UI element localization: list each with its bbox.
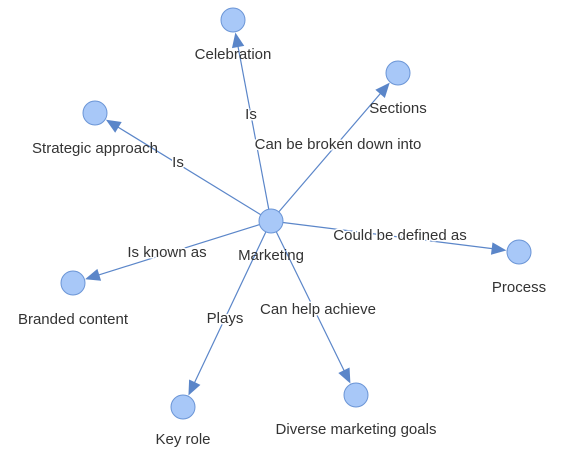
node-label-branded: Branded content xyxy=(18,311,129,328)
node-strategic[interactable] xyxy=(82,100,108,126)
edge-line xyxy=(237,46,270,210)
edges-layer xyxy=(85,32,507,396)
edge-label: Is known as xyxy=(127,244,206,261)
edge-line xyxy=(278,93,381,213)
node-label-keyrole: Key role xyxy=(155,431,210,448)
edge-line xyxy=(275,231,345,372)
edge-label: Could be defined as xyxy=(333,227,466,244)
edge-process xyxy=(282,221,507,255)
node-keyrole[interactable] xyxy=(170,394,196,420)
arrowhead-icon xyxy=(338,367,351,384)
edge-celebration xyxy=(231,32,270,210)
edge-label: Is xyxy=(245,106,257,123)
node-label-marketing: Marketing xyxy=(238,247,304,264)
node-label-process: Process xyxy=(492,279,546,296)
edge-line xyxy=(98,224,260,276)
node-process[interactable] xyxy=(506,239,532,265)
arrowhead-icon xyxy=(188,379,201,396)
edge-strategic xyxy=(105,119,262,216)
arrowhead-icon xyxy=(490,242,507,255)
edge-label: Can be broken down into xyxy=(255,136,422,153)
edge-label: Can help achieve xyxy=(260,301,376,318)
edge-diverse xyxy=(275,231,351,384)
edge-label: Plays xyxy=(207,310,244,327)
arrowhead-icon xyxy=(375,82,390,98)
nodes-layer xyxy=(60,7,532,420)
node-label-diverse: Diverse marketing goals xyxy=(276,421,437,438)
node-branded[interactable] xyxy=(60,270,86,296)
arrowhead-icon xyxy=(85,268,102,281)
node-celebration[interactable] xyxy=(220,7,246,33)
node-diverse[interactable] xyxy=(343,382,369,408)
node-sections[interactable] xyxy=(385,60,411,86)
edge-line xyxy=(117,126,262,216)
edge-branded xyxy=(85,224,260,281)
node-label-sections: Sections xyxy=(369,100,427,117)
node-marketing[interactable] xyxy=(258,208,284,234)
node-label-celebration: Celebration xyxy=(195,46,272,63)
node-label-strategic: Strategic approach xyxy=(32,140,158,157)
arrowhead-icon xyxy=(105,119,122,133)
arrowhead-icon xyxy=(231,32,245,49)
edge-line xyxy=(282,221,493,250)
edge-keyrole xyxy=(188,231,267,396)
edge-label: Is xyxy=(172,154,184,171)
edge-line xyxy=(194,231,267,383)
edge-sections xyxy=(278,82,390,213)
